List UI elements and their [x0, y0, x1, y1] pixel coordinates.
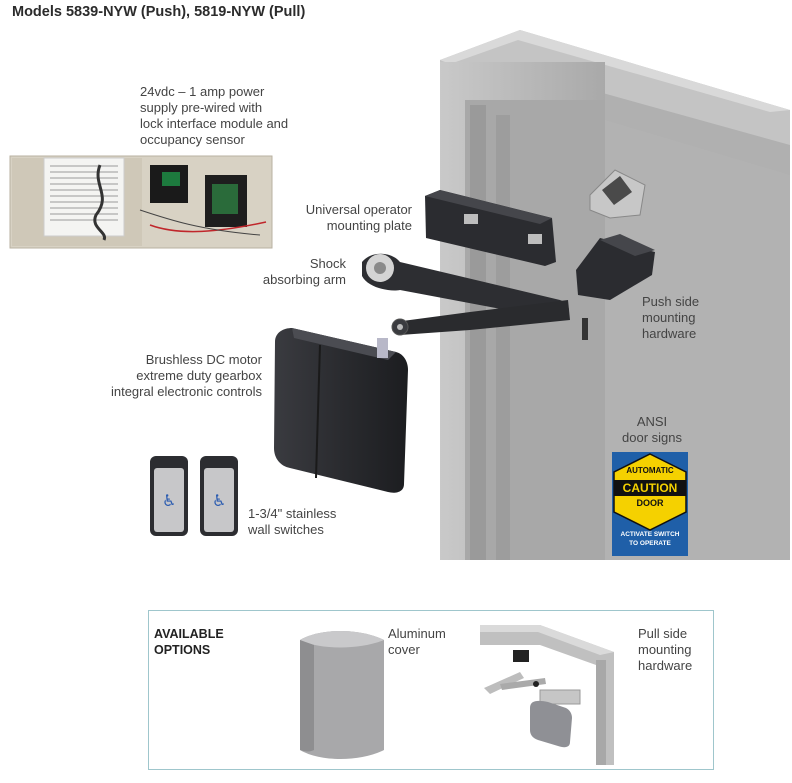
label-door-signs: ANSI door signs [622, 414, 682, 445]
aluminum-cover [300, 631, 384, 759]
top-bracket [589, 169, 646, 219]
svg-text:♿: ♿ [212, 491, 226, 510]
label-shock-arm: Shock absorbing arm [262, 256, 346, 287]
push-side-bracket [576, 234, 655, 340]
sign-line-caution: CAUTION [622, 481, 678, 495]
pull-side-diagram [480, 625, 614, 765]
label-push-hardware: Push side mounting hardware [642, 294, 700, 341]
sign-line-operate: TO OPERATE [629, 540, 671, 547]
sign-line-activate: ACTIVATE SWITCH [620, 531, 680, 538]
label-mounting-plate: Universal operator mounting plate [305, 202, 412, 233]
label-motor: Brushless DC motor extreme duty gearbox … [110, 352, 262, 399]
sign-line-door: DOOR [636, 498, 664, 508]
available-options-box [148, 610, 714, 770]
sign-line-automatic: AUTOMATIC [626, 466, 674, 475]
wall-switch-left: ♿ [150, 456, 188, 536]
page-title: Models 5839-NYW (Push), 5819-NYW (Pull) [12, 4, 306, 20]
svg-text:♿: ♿ [162, 491, 176, 510]
options-title: AVAILABLE OPTIONS [154, 627, 224, 657]
label-wall-switches: 1-3/4" stainless wall switches [248, 506, 337, 537]
label-power-supply: 24vdc – 1 amp power supply pre-wired wit… [140, 84, 289, 147]
mounting-plate [425, 190, 556, 266]
shock-absorbing-arm [362, 253, 570, 336]
wall-switch-right: ♿ [200, 456, 238, 536]
label-pull-hardware: Pull side mounting hardware [638, 626, 693, 673]
label-aluminum-cover: Aluminum cover [388, 626, 446, 657]
power-supply-box [9, 155, 273, 249]
ansi-door-sign [612, 452, 688, 556]
motor-unit [274, 328, 408, 493]
